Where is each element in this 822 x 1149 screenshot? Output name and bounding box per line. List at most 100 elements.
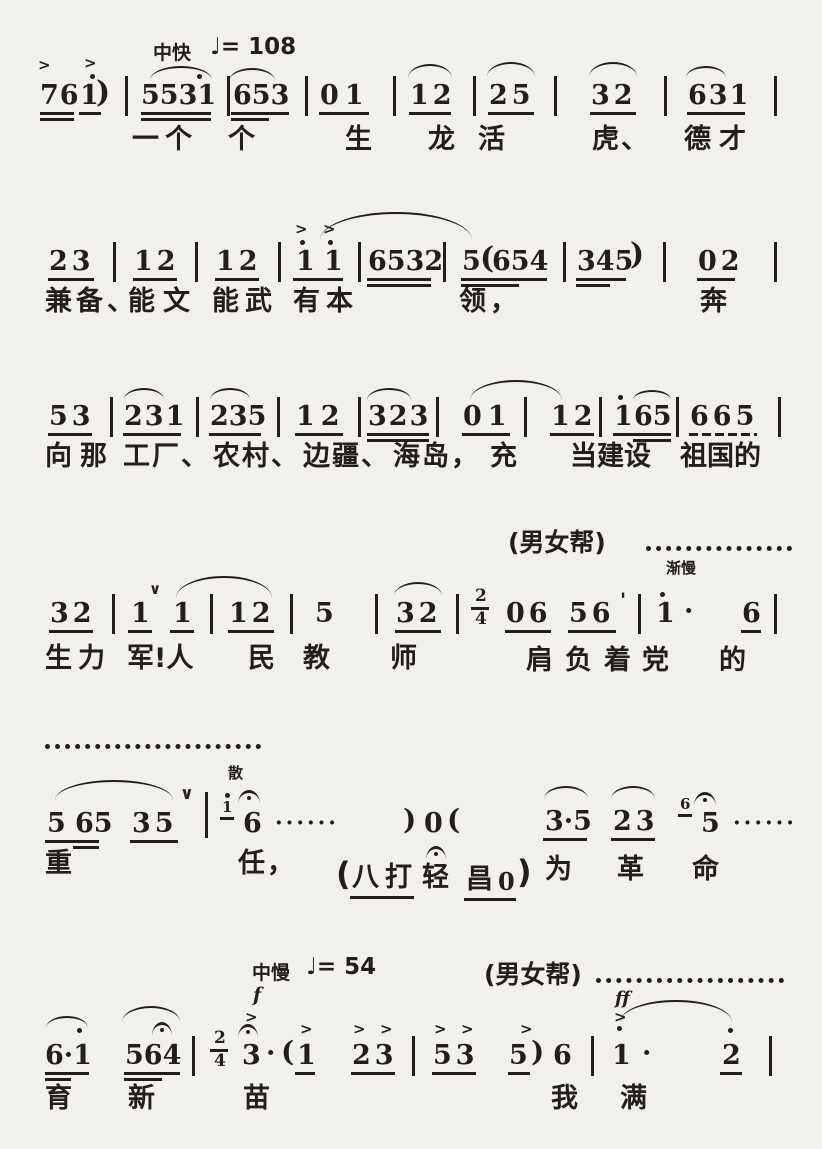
note-token: 06 [506,598,552,629]
beam-line [209,433,261,436]
lyric-text: 德才 [684,124,754,155]
lyric-text: 边疆、 [303,441,390,472]
slur-arc [611,786,655,799]
note-token: 0 [498,867,515,896]
note-token: 12 [551,401,597,432]
accent-mark: > [245,1008,258,1026]
lyric-text: 重 [45,848,72,879]
barline [778,397,781,437]
lyric-text: 奔 [700,286,727,317]
lyric-text: 满 [620,1083,647,1114]
note-token: ( [281,1035,295,1068]
barline [375,594,378,634]
barline [196,397,199,437]
lyric-text: 充 [490,441,517,472]
lyric-text: 祖国的 [680,441,761,472]
lyric-text: 兼备、 [45,286,138,317]
lyric-text: 革 [617,854,644,885]
note-token: 1 [614,401,633,432]
note-token: · [684,596,694,627]
beam-line [508,1072,530,1075]
note-token: ) [96,75,111,110]
barline [769,1036,772,1076]
note-token: · [642,1038,652,1069]
note-token: 65 [634,401,672,432]
beam-line [228,630,274,633]
note-token: 1 [173,598,192,629]
slur-arc [46,1016,88,1028]
lyric-text: 育 [45,1083,72,1114]
octave-dot [328,240,333,245]
beam-line [40,112,74,115]
breath-mark-icon: ∨ [149,580,162,598]
beam-line [170,630,194,633]
lyric-text: 师 [390,643,417,674]
beam-line [231,112,289,115]
note-token: 5 [462,246,481,277]
score-label: (男女帮) [508,528,606,557]
barline [663,242,666,282]
note-token: 2 [722,1040,741,1071]
octave-dot [728,1028,733,1033]
slur-arc [544,786,588,799]
beam-line [367,433,429,436]
accent-mark: > [461,1020,474,1038]
tempo-mark: ♩= 54 [306,954,377,980]
beam-line [462,433,510,436]
note-token: 23 [49,246,95,277]
barline [305,76,308,116]
beam-line [124,1078,162,1081]
note-token: 56 [569,598,615,629]
accent-mark: > [300,1020,313,1038]
slur-arc [55,780,173,800]
note-token: 6·1 [45,1040,92,1071]
octave-dot [694,126,699,131]
barline [591,1036,594,1076]
note-token: 631 [688,80,751,111]
barline [774,594,777,634]
dynamic-mark: f [253,984,262,1006]
beam-line [543,838,587,841]
note-token: 1 [297,1040,316,1071]
tempo-mark: ♩= 108 [210,34,297,60]
barline [563,242,566,282]
note-token: 1 [656,598,675,629]
lyric-text: 有本 [293,286,359,317]
note-token: 32 [50,598,96,629]
lyric-text: 的 [719,645,746,676]
grace-note: 1 [222,798,233,816]
slur-arc [124,388,164,400]
octave-dot [660,592,665,597]
barline [443,242,446,282]
dynamic-mark: ff [615,988,630,1009]
slur-arc [620,1000,732,1022]
lyric-text: 生 [345,124,372,155]
barline [290,594,293,634]
note-token: 6 [553,1040,572,1071]
barline [192,1036,195,1076]
beam-line [295,1072,315,1075]
beam-line [141,112,211,115]
octave-dot [225,793,230,798]
beam-line [130,840,178,843]
lyric-text: 命 [692,854,719,885]
accent-mark: > [380,1020,393,1038]
barline [599,397,602,437]
fermata-icon [694,792,716,806]
time-signature-number: 2 [475,586,487,606]
beam-line [350,896,414,899]
note-token: · [266,1038,276,1069]
beam-line [231,118,269,121]
lyric-text: 八打 [352,862,418,893]
score-label: (男女帮) [484,960,582,989]
beam-line [367,439,429,442]
beam-line [687,112,745,115]
beam-line [295,433,343,436]
note-token: 3·5 [545,806,592,837]
barline [113,242,116,282]
barline [205,792,208,838]
barline [110,397,113,437]
barline [277,397,280,437]
lyric-text: 虎、 [592,124,650,155]
beam-line [678,814,692,817]
